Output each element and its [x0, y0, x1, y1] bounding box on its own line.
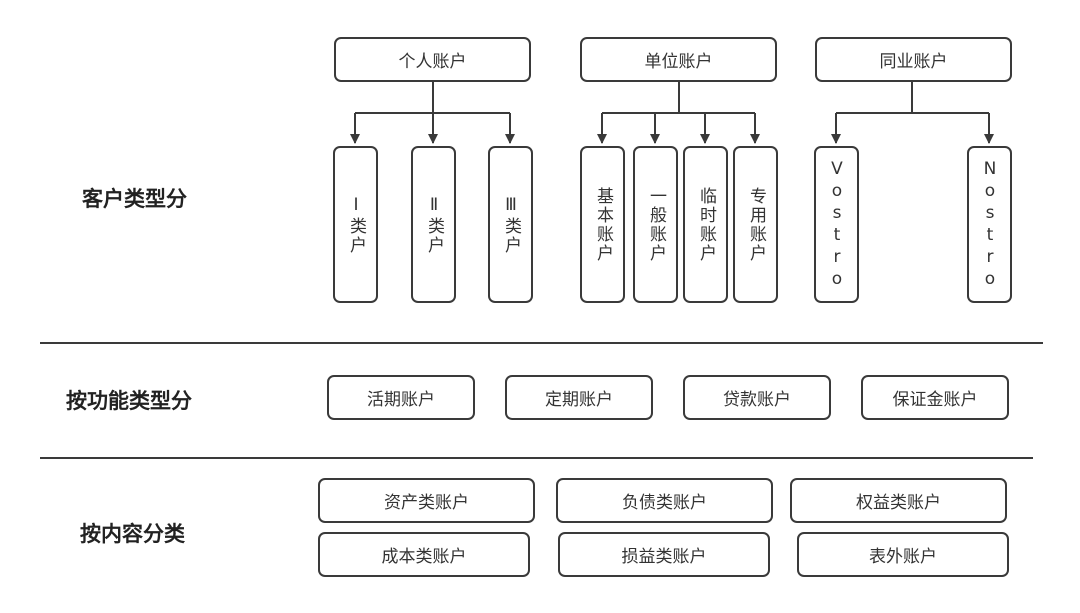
asset-account-node: 资产类账户 [318, 478, 535, 523]
loan-account-node: 贷款账户 [683, 375, 831, 420]
basic-account-label: 基本账户 [593, 186, 613, 263]
special-account-node: 专用账户 [733, 146, 778, 303]
class-2-account-label: Ⅱ类户 [424, 194, 444, 255]
section-divider-top [40, 342, 1043, 344]
general-account-node: 一般账户 [633, 146, 678, 303]
basic-account-node: 基本账户 [580, 146, 625, 303]
class-2-account-node: Ⅱ类户 [411, 146, 456, 303]
nostro-account-label: Nostro [980, 158, 1000, 291]
section-label-customer-type: 客户类型分 [82, 187, 187, 211]
vostro-account-node: Vostro [814, 146, 859, 303]
personal-account-node: 个人账户 [334, 37, 531, 82]
general-account-label: 一般账户 [646, 186, 666, 263]
class-3-account-label: Ⅲ类户 [501, 194, 521, 255]
special-account-label: 专用账户 [746, 186, 766, 263]
section-divider-bottom [40, 457, 1033, 459]
section-label-function-type: 按功能类型分 [66, 389, 192, 413]
demand-account-node: 活期账户 [327, 375, 475, 420]
class-1-account-label: Ⅰ类户 [346, 194, 366, 255]
temporary-account-node: 临时账户 [683, 146, 728, 303]
interbank-account-node: 同业账户 [815, 37, 1012, 82]
profit-loss-account-node: 损益类账户 [558, 532, 770, 577]
equity-account-node: 权益类账户 [790, 478, 1007, 523]
class-3-account-node: Ⅲ类户 [488, 146, 533, 303]
liability-account-node: 负债类账户 [556, 478, 773, 523]
fixed-account-node: 定期账户 [505, 375, 653, 420]
temporary-account-label: 临时账户 [696, 186, 716, 263]
vostro-account-label: Vostro [827, 158, 847, 291]
off-balance-account-node: 表外账户 [797, 532, 1009, 577]
class-1-account-node: Ⅰ类户 [333, 146, 378, 303]
margin-account-node: 保证金账户 [861, 375, 1009, 420]
nostro-account-node: Nostro [967, 146, 1012, 303]
section-label-content-type: 按内容分类 [80, 522, 185, 546]
cost-account-node: 成本类账户 [318, 532, 530, 577]
unit-account-node: 单位账户 [580, 37, 777, 82]
